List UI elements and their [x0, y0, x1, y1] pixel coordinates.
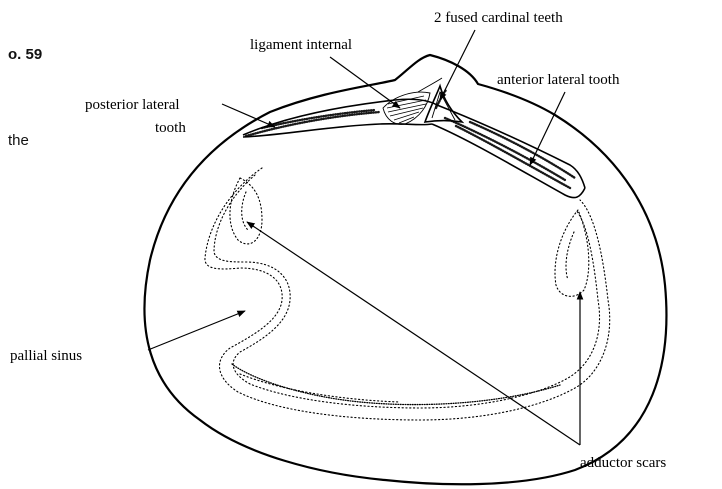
- anterior-tooth-label: anterior lateral tooth: [497, 72, 620, 88]
- posterior-adductor-scar: [230, 178, 262, 244]
- posterior-tooth-label-line1: posterior lateral: [85, 97, 180, 113]
- adductor-scars-label: adductor scars: [580, 455, 666, 471]
- pallial-sinus-leader: [148, 311, 245, 350]
- internal-ligament: [383, 92, 430, 124]
- ligament-label: ligament internal: [250, 37, 352, 53]
- ligament-leader: [330, 57, 400, 108]
- cardinal-teeth-leader: [440, 30, 475, 100]
- cardinal-teeth-label: 2 fused cardinal teeth: [434, 10, 563, 26]
- pallial-sinus-label: pallial sinus: [10, 348, 82, 364]
- anterior-adductor-scar: [555, 210, 589, 296]
- posterior-tooth-label-line2: tooth: [155, 120, 186, 136]
- adductor-scar-leader-posterior: [247, 222, 580, 445]
- pallial-line: [205, 168, 610, 420]
